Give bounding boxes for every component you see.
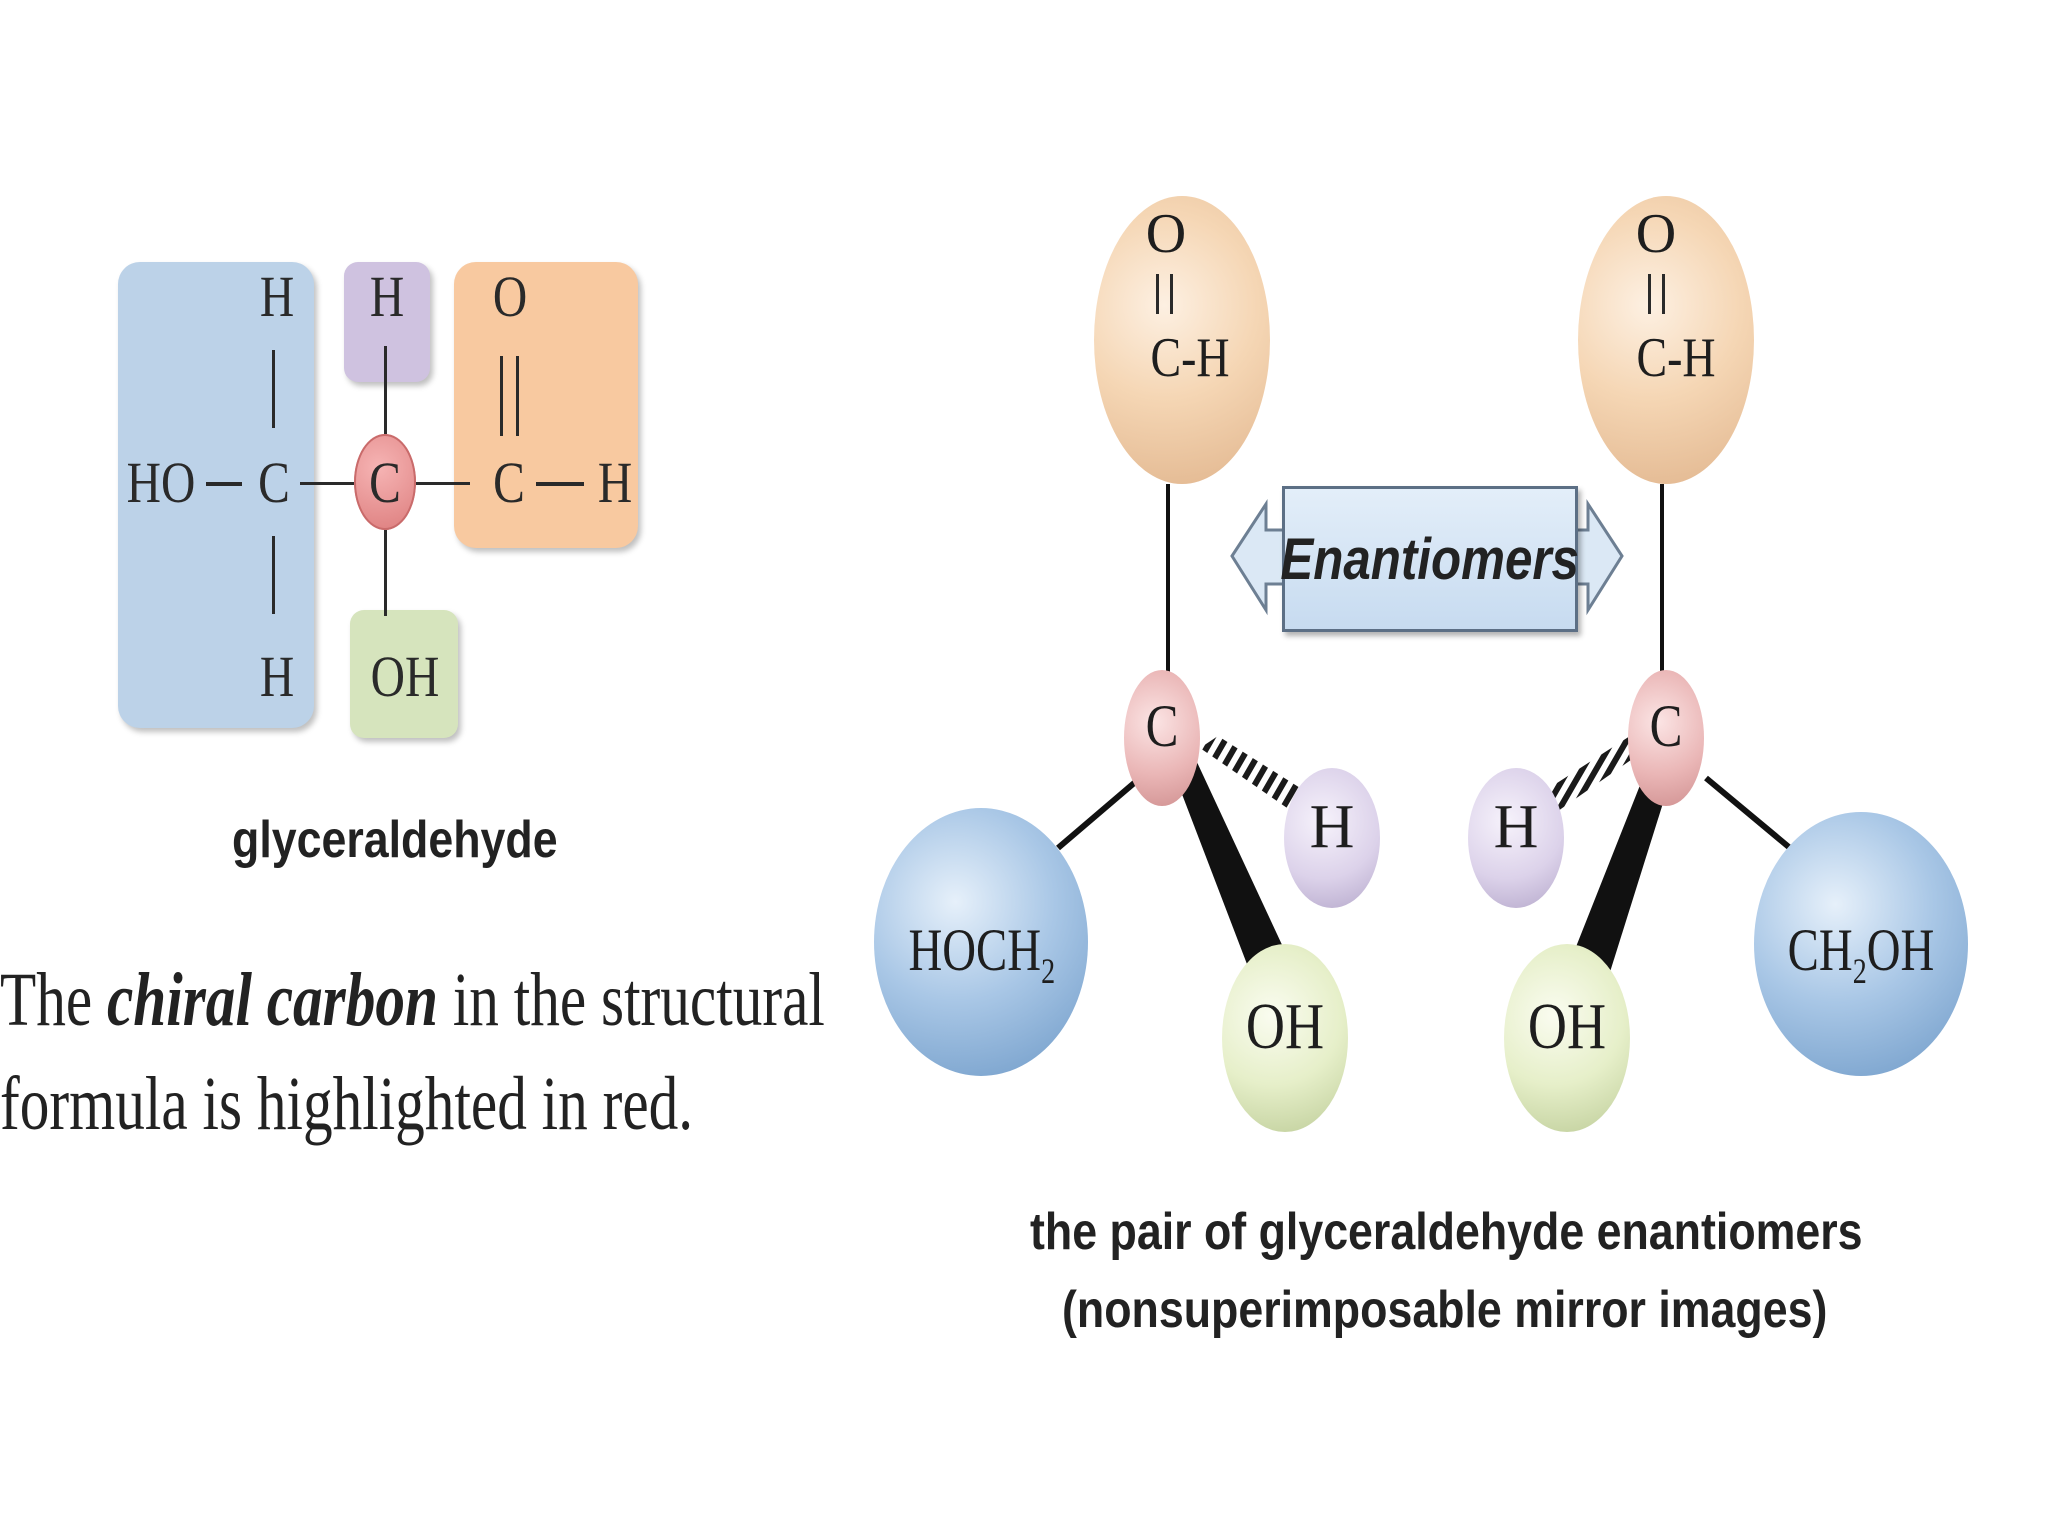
- left-hoch2-main: HOCH: [908, 917, 1042, 983]
- left-arrowhead: [1230, 498, 1288, 616]
- right-h: H: [1493, 793, 1539, 861]
- glyceraldehyde-caption: glyceraldehyde: [232, 811, 558, 869]
- right-ch2oh: CH2OH: [1787, 920, 1935, 989]
- atom-oh-bottom: OH: [370, 644, 440, 709]
- right-ch2oh-ball: [1754, 812, 1968, 1076]
- right-solid-wedge-oh: [1570, 760, 1674, 972]
- atom-ho: HO: [126, 450, 196, 515]
- left-central-carbon-ball: [1124, 670, 1200, 806]
- aldehyde-group-highlight: [454, 262, 638, 548]
- left-bond-hoch2: [1056, 775, 1142, 851]
- right-aldehyde-ch: C-H: [1636, 327, 1716, 389]
- description-emphasis: chiral carbon: [106, 958, 439, 1042]
- atom-c-chiral: C: [369, 450, 401, 515]
- bond-chiral-h: [384, 346, 387, 434]
- right-double-bond-2: [1662, 274, 1665, 314]
- enantiomers-label: Enantiomers: [1280, 526, 1580, 592]
- description-prefix: The: [0, 958, 107, 1042]
- atom-h-right: H: [597, 450, 633, 515]
- right-h-ball: [1468, 768, 1564, 908]
- chiral-carbon-description: The chiral carbon in the structural form…: [0, 948, 825, 1156]
- bond-c-h-top-left: [272, 350, 275, 428]
- right-central-carbon: C: [1649, 693, 1683, 759]
- left-oh-ball: [1222, 944, 1348, 1132]
- left-aldehyde-ch: C-H: [1150, 327, 1230, 389]
- right-double-bond-1: [1648, 274, 1651, 314]
- double-bond-line-1: [500, 356, 503, 436]
- description-suffix: in the structural: [438, 958, 825, 1042]
- left-double-bond-1: [1156, 274, 1159, 314]
- oh-group-highlight: [350, 610, 458, 738]
- left-central-carbon: C: [1145, 693, 1179, 759]
- description-line2: formula is highlighted in red.: [0, 1062, 694, 1146]
- atom-h-top-mid: H: [369, 264, 405, 329]
- right-ch2oh-sub: 2: [1852, 951, 1867, 991]
- enantiomers-caption-line1: the pair of glyceraldehyde enantiomers: [1030, 1203, 1863, 1261]
- right-oh: OH: [1527, 990, 1607, 1063]
- right-aldehyde-o: O: [1635, 203, 1677, 265]
- left-hoch2: HOCH2: [908, 917, 1056, 991]
- bond-chiral-c: [416, 482, 470, 485]
- bond-ho-c: [206, 482, 242, 486]
- left-aldehyde-o: O: [1145, 203, 1187, 265]
- right-bond-ch2oh: [1704, 775, 1792, 851]
- left-oh: OH: [1245, 990, 1325, 1063]
- enantiomers-caption-line2: (nonsuperimposable mirror images): [1062, 1281, 1828, 1339]
- enantiomers-label-box: Enantiomers: [1280, 486, 1580, 632]
- atom-h-top-left: H: [259, 264, 295, 329]
- bond-c-chiral: [300, 482, 354, 485]
- left-solid-wedge-oh: [1172, 760, 1290, 972]
- atom-h-bottom-left: H: [259, 644, 295, 709]
- left-aldehyde-ball: [1094, 196, 1270, 484]
- left-hoch2-sub: 2: [1041, 951, 1056, 991]
- bond-c-h-right: [536, 482, 584, 486]
- bond-c-h-bottom-left: [272, 536, 275, 614]
- atom-o-top: O: [492, 264, 528, 329]
- bond-chiral-oh: [384, 530, 387, 616]
- ch2oh-group-highlight: [118, 262, 314, 728]
- atom-c-left: C: [258, 450, 290, 515]
- left-double-bond-2: [1170, 274, 1173, 314]
- left-h-ball: [1284, 768, 1380, 908]
- h-group-highlight: [344, 262, 430, 382]
- right-aldehyde-ball: [1578, 196, 1754, 484]
- right-central-carbon-ball: [1628, 670, 1704, 806]
- right-ch2oh-main: CH: [1787, 917, 1853, 983]
- chiral-carbon-highlight: [354, 434, 416, 530]
- left-h: H: [1309, 793, 1355, 861]
- double-bond-line-2: [516, 356, 519, 436]
- right-ch2oh-tail: OH: [1866, 917, 1935, 983]
- atom-c-right: C: [493, 450, 525, 515]
- left-hoch2-ball: [874, 808, 1088, 1076]
- right-oh-ball: [1504, 944, 1630, 1132]
